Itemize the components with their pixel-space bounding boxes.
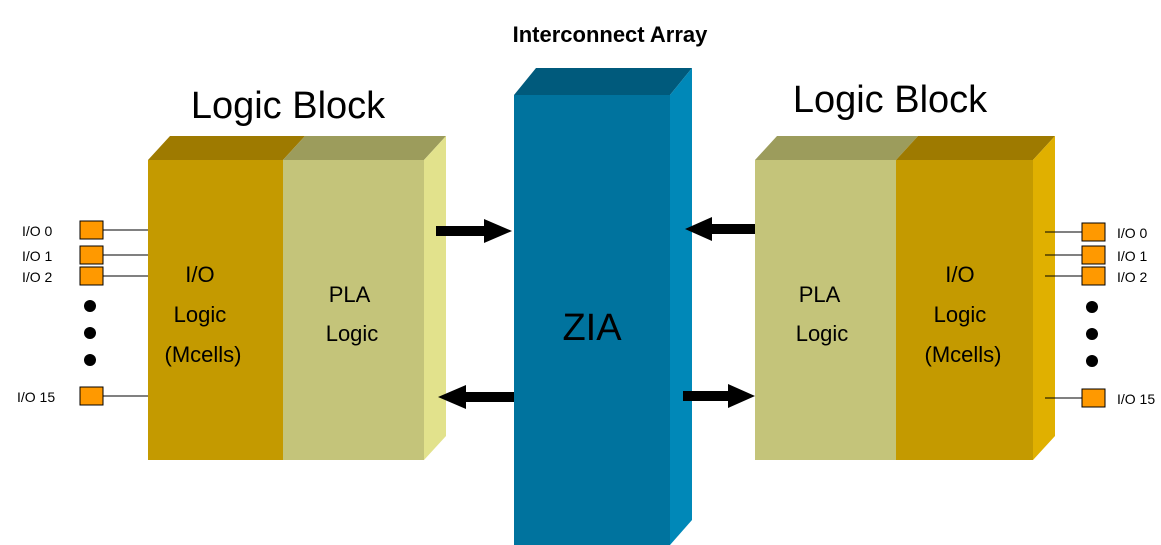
right-io-pins: I/O 0 I/O 1 I/O 2 I/O 15 <box>1045 222 1155 408</box>
arrow-left-icon <box>685 217 755 241</box>
zia-label: ZIA <box>562 307 622 349</box>
ellipsis-dot-icon <box>84 354 96 366</box>
interconnect-array-title: Interconnect Array <box>513 22 709 47</box>
right-logic-block-heading: Logic Block <box>793 79 988 121</box>
left-pla-side <box>424 136 446 460</box>
zia-block: ZIA <box>514 68 692 545</box>
arrow-left-icon <box>438 385 514 409</box>
left-pla-face <box>283 160 424 460</box>
left-io-pin-labels: I/O 0 I/O 1 I/O 2 I/O 15 <box>17 223 56 405</box>
io-pin-icon <box>79 266 104 286</box>
zia-side <box>670 68 692 545</box>
right-logic-block: Logic Block PLA Logic I/O Logic (Mcells) <box>755 79 1155 460</box>
right-pla-top <box>755 136 918 160</box>
io-pin-icon <box>79 220 104 240</box>
right-io-logic-label: I/O Logic (Mcells) <box>925 262 1002 367</box>
arrow-right-icon <box>683 384 755 408</box>
left-pla-top <box>283 136 446 160</box>
arrows <box>436 217 755 409</box>
right-io-logic-top <box>896 136 1055 160</box>
io-pin-icon <box>79 245 104 265</box>
left-logic-block: Logic Block I/O Logic (Mcells) PLA Logic <box>17 85 446 460</box>
io-pin-icon <box>1081 388 1106 408</box>
right-io-logic-face <box>896 160 1033 460</box>
zia-top <box>514 68 692 95</box>
ellipsis-dot-icon <box>84 300 96 312</box>
ellipsis-dot-icon <box>1086 355 1098 367</box>
left-io-logic-label: I/O Logic (Mcells) <box>165 262 242 367</box>
right-io-pin-labels: I/O 0 I/O 1 I/O 2 I/O 15 <box>1117 225 1155 407</box>
left-io-pins: I/O 0 I/O 1 I/O 2 I/O 15 <box>17 220 148 406</box>
zia-face <box>514 95 670 545</box>
ellipsis-dot-icon <box>1086 328 1098 340</box>
ellipsis-dot-icon <box>84 327 96 339</box>
io-pin-icon <box>1081 266 1106 286</box>
right-io-logic-side <box>1033 136 1055 460</box>
right-pla-face <box>755 160 896 460</box>
left-io-logic-face <box>148 160 283 460</box>
right-pla-logic-label: PLA Logic <box>796 282 849 346</box>
io-pin-icon <box>1081 222 1106 242</box>
left-logic-block-heading: Logic Block <box>191 85 386 127</box>
ellipsis-dot-icon <box>1086 301 1098 313</box>
arrow-right-icon <box>436 219 512 243</box>
io-pin-icon <box>1081 245 1106 265</box>
left-pla-logic-label: PLA Logic <box>326 282 379 346</box>
left-io-logic-top <box>148 136 305 160</box>
io-pin-icon <box>79 386 104 406</box>
